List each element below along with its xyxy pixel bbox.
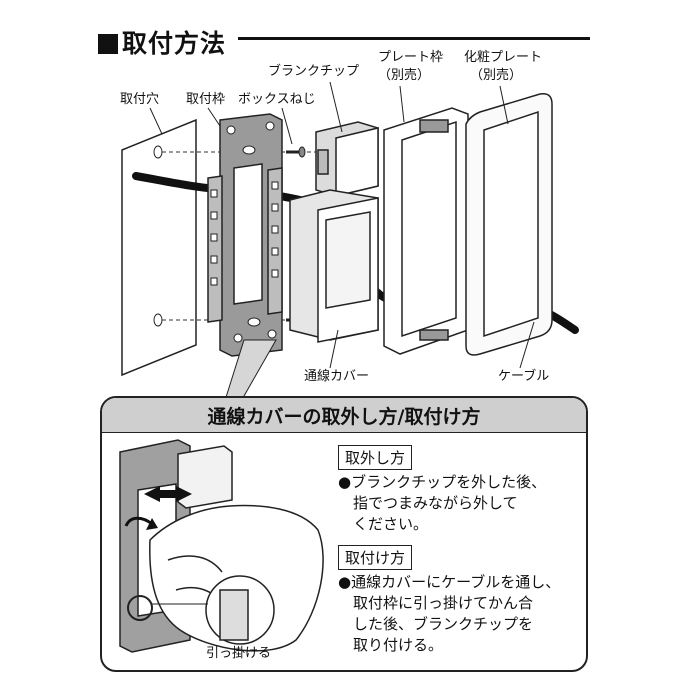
section-title-text: 取付方法 xyxy=(122,29,227,58)
label-hole: 取付穴 xyxy=(120,92,160,107)
box-screw-top xyxy=(286,146,306,158)
title-rule xyxy=(238,37,590,40)
label-plate-frame: プレート枠 xyxy=(378,50,444,65)
direction-arrows xyxy=(124,486,192,530)
instruction-panel-header xyxy=(102,398,586,433)
label-screw: ボックスねじ xyxy=(238,92,316,107)
section-title: 取付方法 xyxy=(98,24,226,60)
frame-slots xyxy=(210,121,279,343)
remove-line-1: ●ブランクチップを外した後、 xyxy=(338,473,547,491)
label-plate-note: （別売） xyxy=(470,68,523,83)
plate-frame-part xyxy=(383,107,469,355)
decorative-plate xyxy=(465,92,553,356)
hook-label: 引っ掛ける xyxy=(206,646,272,661)
label-cover: 通線カバー xyxy=(304,369,370,384)
title-square-icon xyxy=(98,34,118,54)
label-plate: 化粧プレート xyxy=(464,50,543,65)
wiring-cover xyxy=(289,189,379,343)
hook-highlight-circle xyxy=(127,595,153,621)
small-blank-chip xyxy=(177,445,233,509)
attach-heading: 取付け方 xyxy=(338,545,413,570)
remove-heading: 取外し方 xyxy=(338,445,413,470)
label-cable: ケーブル xyxy=(498,369,550,384)
remove-line-2: 指でつまみながら外して xyxy=(338,494,518,512)
blank-chip xyxy=(315,121,379,197)
attach-line-2: 取付枠に引っ掛けてかん合 xyxy=(338,594,534,612)
label-frame: 取付枠 xyxy=(186,92,226,107)
label-blank-chip: ブランクチップ xyxy=(268,64,360,79)
attach-line-4: 取り付ける。 xyxy=(338,636,444,654)
panel-title: 通線カバーの取外し方/取付け方 xyxy=(207,406,481,428)
attach-line-3: した後、ブランクチップを xyxy=(338,615,534,633)
remove-line-3: ください。 xyxy=(338,515,429,533)
attach-line-1: ●通線カバーにケーブルを通し、 xyxy=(338,573,561,591)
leader-lines xyxy=(149,81,535,369)
label-plate-frame-note: （別売） xyxy=(378,68,431,83)
